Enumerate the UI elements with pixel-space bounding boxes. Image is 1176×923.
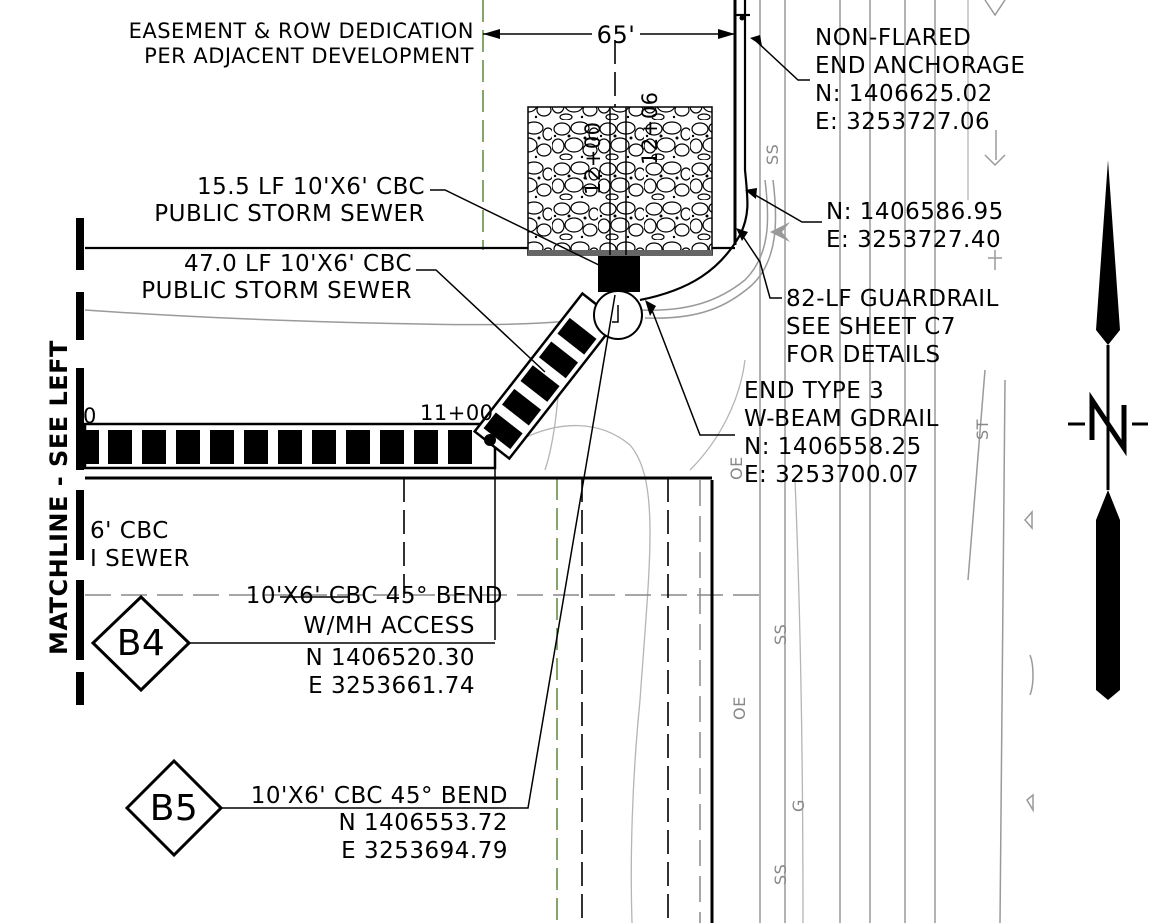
svg-text:47.0 LF 10'X6' CBC: 47.0 LF 10'X6' CBC (184, 251, 412, 277)
station-label: 11+00 (420, 401, 494, 425)
sewer-note-b: 47.0 LF 10'X6' CBC PUBLIC STORM SEWER (141, 251, 412, 304)
end-type-note: END TYPE 3 W-BEAM GDRAIL N: 1406558.25 E… (744, 378, 939, 488)
b4-tag: B4 (90, 594, 192, 693)
station-label: 12+00 (581, 121, 605, 195)
svg-text:10'X6' CBC 45° BEND: 10'X6' CBC 45° BEND (251, 783, 508, 809)
svg-text:FOR DETAILS: FOR DETAILS (786, 342, 941, 368)
svg-text:PER ADJACENT DEVELOPMENT: PER ADJACENT DEVELOPMENT (144, 44, 474, 68)
leader-lines (188, 29, 822, 809)
utility-g-label: G (789, 799, 808, 812)
storm-sewer-box-culvert (83, 256, 643, 470)
row-lines (85, 0, 737, 923)
svg-text:E 3253694.79: E 3253694.79 (341, 838, 508, 864)
svg-text:B5: B5 (150, 788, 199, 829)
svg-text:END ANCHORAGE: END ANCHORAGE (815, 53, 1025, 79)
easement-note: EASEMENT & ROW DEDICATION PER ADJACENT D… (129, 19, 474, 68)
svg-text:N: 1406586.95: N: 1406586.95 (826, 199, 1004, 225)
svg-text:E: 3253700.07: E: 3253700.07 (744, 462, 919, 488)
anchorage-note: NON-FLARED END ANCHORAGE N: 1406625.02 E… (815, 25, 1025, 135)
utility-labels: SS SS SS OE OE G ST (727, 144, 992, 885)
sewer-note-c: 6' CBC I SEWER (90, 518, 190, 572)
svg-text:EASEMENT & ROW DEDICATION: EASEMENT & ROW DEDICATION (129, 19, 474, 43)
svg-text:N 1406520.30: N 1406520.30 (305, 645, 475, 671)
b5-note: 10'X6' CBC 45° BEND N 1406553.72 E 32536… (251, 783, 508, 864)
riprap-area (527, 106, 713, 256)
utility-ss-label: SS (771, 624, 790, 645)
dimension-label: 65' (597, 21, 636, 49)
svg-text:B4: B4 (117, 623, 166, 664)
b4-note: 10'X6' CBC 45° BEND W/MH ACCESS N 140652… (246, 583, 503, 699)
utility-st-label: ST (973, 419, 992, 440)
svg-text:I SEWER: I SEWER (90, 546, 190, 572)
matchline: MATCHLINE - SEE LEFT (45, 218, 84, 705)
svg-text:NON-FLARED: NON-FLARED (815, 25, 971, 51)
riprap-edge (528, 250, 712, 256)
svg-text:END TYPE 3: END TYPE 3 (744, 378, 884, 404)
utility-oe-label: OE (727, 456, 746, 480)
svg-text:E: 3253727.40: E: 3253727.40 (826, 227, 1001, 253)
svg-text:SEE SHEET C7: SEE SHEET C7 (786, 314, 956, 340)
svg-text:15.5 LF 10'X6' CBC: 15.5 LF 10'X6' CBC (197, 174, 425, 200)
svg-text:N: 1406558.25: N: 1406558.25 (744, 434, 922, 460)
existing-linework (84, 0, 1034, 923)
north-arrow-icon (1068, 160, 1148, 700)
station-label: 12+06 (638, 91, 662, 165)
svg-text:W/MH ACCESS: W/MH ACCESS (303, 613, 475, 639)
utility-ss-label: SS (771, 864, 790, 885)
svg-text:6' CBC: 6' CBC (90, 518, 169, 544)
svg-text:E: 3253727.06: E: 3253727.06 (815, 109, 990, 135)
utility-ss-label: SS (763, 144, 782, 165)
b5-tag: B5 (124, 758, 224, 858)
station-label: 0 (83, 404, 97, 428)
utility-oe-label: OE (730, 696, 749, 720)
svg-text:E 3253661.74: E 3253661.74 (308, 673, 475, 699)
svg-text:PUBLIC STORM SEWER: PUBLIC STORM SEWER (141, 278, 412, 304)
sewer-note-a: 15.5 LF 10'X6' CBC PUBLIC STORM SEWER (154, 174, 425, 227)
svg-text:82-LF GUARDRAIL: 82-LF GUARDRAIL (786, 286, 999, 312)
coordinate-note: N: 1406586.95 E: 3253727.40 (826, 199, 1004, 253)
svg-text:N: 1406625.02: N: 1406625.02 (815, 81, 993, 107)
svg-text:PUBLIC STORM SEWER: PUBLIC STORM SEWER (154, 201, 425, 227)
svg-text:W-BEAM GDRAIL: W-BEAM GDRAIL (744, 406, 939, 432)
svg-text:10'X6' CBC 45° BEND: 10'X6' CBC 45° BEND (246, 583, 503, 609)
matchline-label: MATCHLINE - SEE LEFT (45, 340, 73, 655)
svg-text:N 1406553.72: N 1406553.72 (338, 810, 508, 836)
guardrail-note: 82-LF GUARDRAIL SEE SHEET C7 FOR DETAILS (786, 286, 999, 368)
